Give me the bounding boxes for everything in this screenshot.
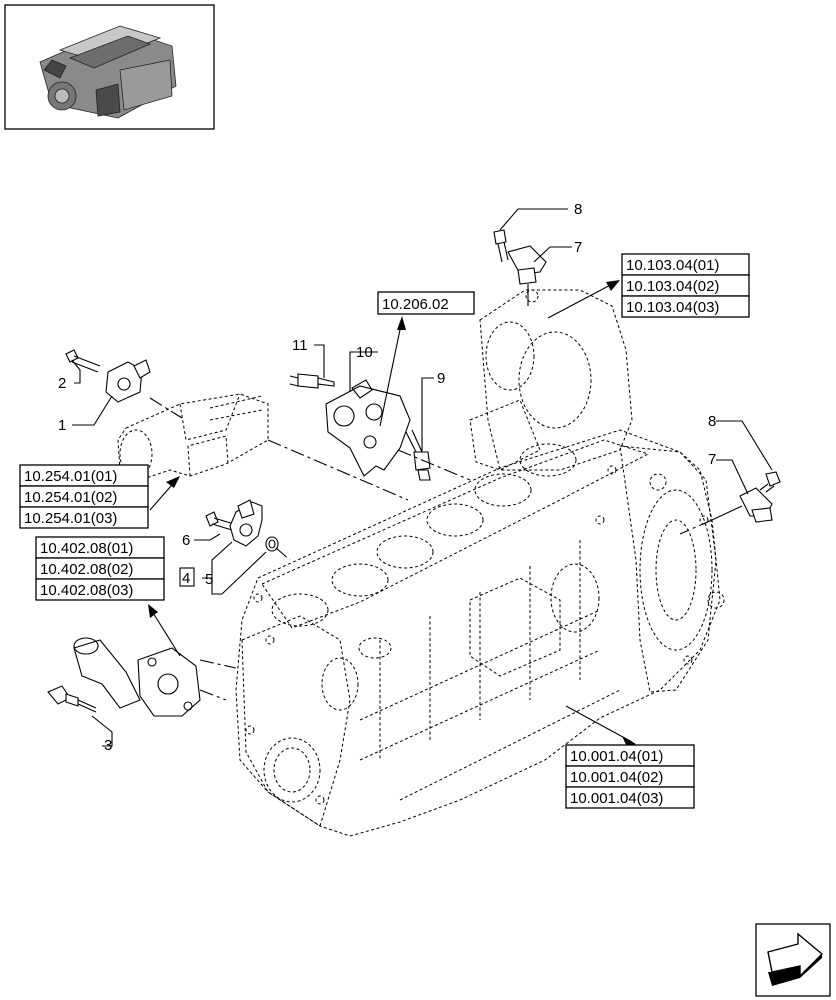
ref-10-254-01-03-label: 10.254.01(03) [24, 510, 117, 527]
ref-10-254-01-02[interactable]: 10.254.01(02) [19, 485, 149, 508]
ref-10-001-04-03[interactable]: 10.001.04(03) [565, 786, 695, 809]
ref-10-103-04-02-label: 10.103.04(02) [626, 278, 719, 295]
ref-10-254-01-03[interactable]: 10.254.01(03) [19, 506, 149, 529]
bolt-2 [65, 349, 101, 373]
ref-group-10-001-04: 10.001.04(01) 10.001.04(02) 10.001.04(03… [565, 744, 695, 809]
callout-8-top: 8 [574, 201, 582, 218]
engine-thumbnail-icon [4, 4, 215, 130]
callout-2: 2 [58, 375, 66, 392]
ref-group-10-402-08: 10.402.08(01) 10.402.08(02) 10.402.08(03… [35, 536, 165, 601]
callout-1: 1 [58, 417, 66, 434]
callout-5: 5 [205, 571, 213, 588]
ref-group-10-103-04: 10.103.04(01) 10.103.04(02) 10.103.04(03… [621, 253, 750, 318]
ref-10-206-02[interactable]: 10.206.02 [377, 291, 475, 315]
ref-10-103-04-03-label: 10.103.04(03) [626, 299, 719, 316]
speed-sensor-9 [405, 429, 431, 481]
callouts: 1 2 3 5 6 7 7 8 8 9 10 11 4 [58, 201, 716, 754]
ref-10-001-04-03-label: 10.001.04(03) [570, 790, 663, 807]
ref-10-402-08-03[interactable]: 10.402.08(03) [35, 578, 165, 601]
ref-10-103-04-01-label: 10.103.04(01) [626, 257, 719, 274]
ref-10-001-04-02[interactable]: 10.001.04(02) [565, 765, 695, 788]
callout-4: 4 [182, 570, 190, 587]
assembly-lines [149, 292, 713, 701]
callout-4-box: 4 [179, 567, 195, 587]
callout-3: 3 [104, 737, 112, 754]
ref-10-402-08-02-label: 10.402.08(02) [40, 561, 133, 578]
ref-10-402-08-01-label: 10.402.08(01) [40, 540, 133, 557]
ref-10-103-04-01[interactable]: 10.103.04(01) [621, 253, 750, 276]
cylinder-bores [271, 443, 577, 627]
pressure-sensor-1 [105, 359, 151, 403]
callout-10: 10 [356, 344, 373, 361]
camshaft-sensor-7-top [507, 245, 547, 292]
bolt-8-right [759, 471, 781, 493]
ref-10-206-02-label: 10.206.02 [382, 296, 449, 313]
ref-10-001-04-01[interactable]: 10.001.04(01) [565, 744, 695, 767]
intake-elbow [117, 393, 269, 481]
crankshaft-sensor-7-right [711, 487, 773, 523]
reference-arrows [148, 280, 636, 747]
callout-7-top: 7 [574, 239, 582, 256]
temperature-sensor-3 [47, 685, 97, 713]
bolt-8-top [493, 229, 509, 263]
thermostat-housing [73, 637, 201, 717]
ref-10-402-08-01[interactable]: 10.402.08(01) [35, 536, 165, 559]
ref-10-254-01-01[interactable]: 10.254.01(01) [19, 464, 149, 487]
ref-10-402-08-02[interactable]: 10.402.08(02) [35, 557, 165, 580]
engine-block [235, 289, 725, 837]
temperature-sensor-11 [289, 373, 335, 389]
ref-10-103-04-02[interactable]: 10.103.04(02) [621, 274, 750, 297]
pressure-sensor-4 [229, 499, 263, 547]
ref-10-254-01-01-label: 10.254.01(01) [24, 468, 117, 485]
bracket-10 [325, 379, 411, 477]
callout-11: 11 [292, 337, 308, 354]
ref-10-103-04-03[interactable]: 10.103.04(03) [621, 295, 750, 318]
callout-6: 6 [182, 532, 190, 549]
callout-9: 9 [437, 370, 445, 387]
callout-7-right: 7 [708, 451, 716, 468]
ref-group-10-254-01: 10.254.01(01) 10.254.01(02) 10.254.01(03… [19, 464, 149, 529]
next-page-arrow-icon[interactable] [755, 923, 831, 997]
ref-10-001-04-02-label: 10.001.04(02) [570, 769, 663, 786]
ref-10-254-01-02-label: 10.254.01(02) [24, 489, 117, 506]
ref-10-001-04-01-label: 10.001.04(01) [570, 748, 663, 765]
leader-lines [71, 208, 773, 747]
bolt-6 [205, 511, 235, 531]
ref-10-402-08-03-label: 10.402.08(03) [40, 582, 133, 599]
seal-5 [265, 536, 279, 552]
callout-8-right: 8 [708, 413, 716, 430]
